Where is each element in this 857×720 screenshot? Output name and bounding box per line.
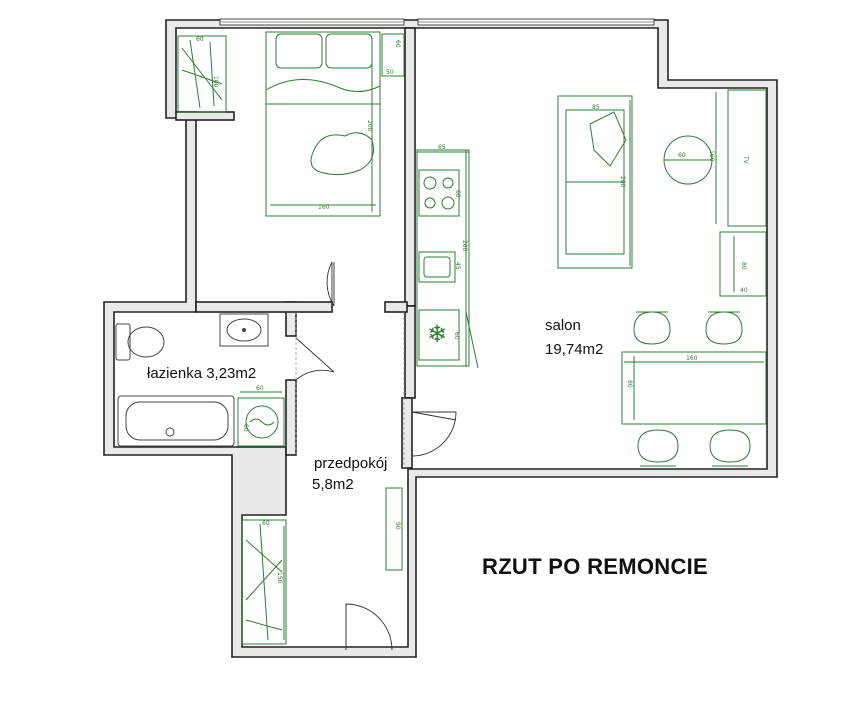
walls: [103, 18, 778, 658]
dim-wardrobe-bottom-w: 60: [262, 520, 270, 527]
dim-bed-w: 160: [318, 204, 330, 211]
fridge: ❄ 60: [418, 309, 479, 369]
dim-cabinet-h: 80: [740, 262, 747, 270]
hallway-area: 5,8m2: [312, 476, 354, 493]
dim-nightstand-w: 50: [386, 69, 394, 76]
dim-wardrobe-bottom-h: 150: [276, 572, 283, 584]
tv-unit: 160 TV: [708, 89, 767, 227]
dim-hall-cabinet: 90: [394, 522, 401, 530]
sofa: 85 200: [557, 95, 633, 269]
washing-machine: 60 60: [237, 385, 285, 447]
dim-wardrobe-top-w: 60: [196, 36, 204, 43]
hallway-label: przedpokój: [314, 455, 387, 472]
dim-wardrobe-top-h: 100: [212, 76, 219, 88]
dim-fridge: 60: [453, 332, 460, 340]
dim-tv-unit: 160: [708, 150, 715, 162]
bathtub: [117, 395, 235, 447]
stove: 60: [418, 169, 461, 217]
living-area: 19,74m2: [545, 341, 603, 358]
dim-nightstand-h: 60: [394, 40, 401, 48]
chair-bottom-right: [709, 429, 751, 467]
svg-text:❄: ❄: [427, 320, 447, 348]
hall-cabinet: 90: [385, 487, 403, 571]
chair-top-right: [705, 311, 743, 345]
chair-bottom-left: [637, 429, 679, 467]
wardrobe-top: 60 100: [177, 35, 227, 113]
living-label: salon: [545, 317, 581, 334]
dim-washer-w: 60: [256, 385, 264, 392]
dim-sink: 45: [454, 262, 461, 270]
round-table: 60: [663, 135, 713, 185]
nightstand: 60 50: [381, 33, 405, 77]
dim-washer-d: 60: [242, 424, 249, 432]
dim-cabinet-w: 40: [740, 287, 748, 294]
dim-kitchen-len: 200: [461, 240, 468, 252]
dim-dining-w: 160: [686, 355, 698, 362]
dim-kitchen-depth: 65: [438, 144, 446, 151]
plan-title: RZUT PO REMONCIE: [482, 554, 708, 579]
dining-set: 160 80: [621, 311, 767, 467]
toilet: [115, 323, 165, 361]
side-cabinet: 80 40: [719, 231, 767, 297]
dim-stove: 60: [454, 190, 461, 198]
dim-bed-l: 200: [366, 120, 373, 132]
doors: [295, 261, 457, 651]
bed: 160 200: [265, 31, 381, 217]
washbasin: [219, 313, 269, 347]
chair-top-left: [633, 311, 671, 345]
wardrobe-bottom: 60 150: [241, 519, 287, 645]
dim-dining-d: 80: [626, 380, 633, 388]
bathroom-label: łazienka 3,23m2: [147, 365, 256, 382]
sink: 45: [418, 251, 461, 283]
tv-label: TV: [742, 155, 749, 165]
dim-sofa-l: 200: [619, 176, 626, 188]
kitchen-counter: 65 200: [416, 144, 470, 367]
dim-sofa-w: 85: [592, 104, 600, 111]
dim-round-table: 60: [678, 152, 686, 159]
